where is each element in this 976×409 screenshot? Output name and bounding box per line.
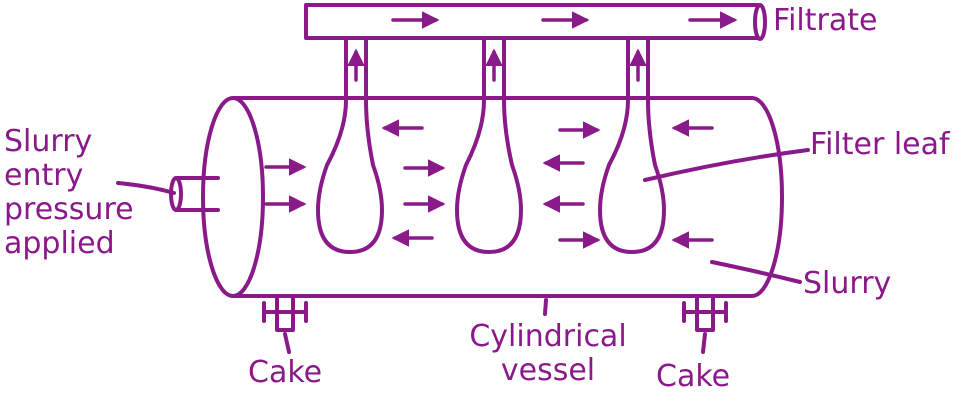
- label-filter-leaf: Filter leaf: [810, 127, 950, 162]
- label-slurry-entry: Slurry entry pressure applied: [4, 125, 134, 261]
- label-slurry-entry-line: Slurry: [4, 124, 93, 159]
- filtrate-header-pipe: [304, 3, 767, 41]
- cylindrical-vessel: [201, 96, 784, 298]
- leader-cake-left: [283, 332, 291, 354]
- leader-slurry-entry: [116, 181, 176, 195]
- label-slurry: Slurry: [803, 266, 892, 301]
- leader-filter-leaf: [643, 148, 810, 182]
- label-cylindrical-vessel-line: Cylindrical: [469, 319, 627, 354]
- cake-valve-left: [262, 294, 308, 332]
- label-cake-right: Cake: [656, 359, 731, 394]
- cake-valve-right: [682, 294, 728, 332]
- filter-leaf-2: [455, 38, 523, 254]
- label-cylindrical-vessel-line: vessel: [500, 353, 596, 388]
- label-slurry-entry-line: applied: [4, 226, 115, 261]
- label-filtrate: Filtrate: [773, 3, 878, 38]
- label-cake-left: Cake: [248, 355, 323, 390]
- leader-vessel: [543, 298, 548, 316]
- label-slurry-entry-line: pressure: [4, 192, 134, 227]
- leader-cake-right: [701, 332, 707, 354]
- label-cylindrical-vessel: Cylindrical vessel: [458, 320, 638, 388]
- label-slurry-entry-line: entry: [4, 158, 84, 193]
- filter-leaf-3: [598, 38, 666, 254]
- filter-leaf-1: [316, 38, 384, 254]
- slurry-entry-nozzle: [169, 176, 220, 212]
- leader-slurry: [710, 260, 802, 284]
